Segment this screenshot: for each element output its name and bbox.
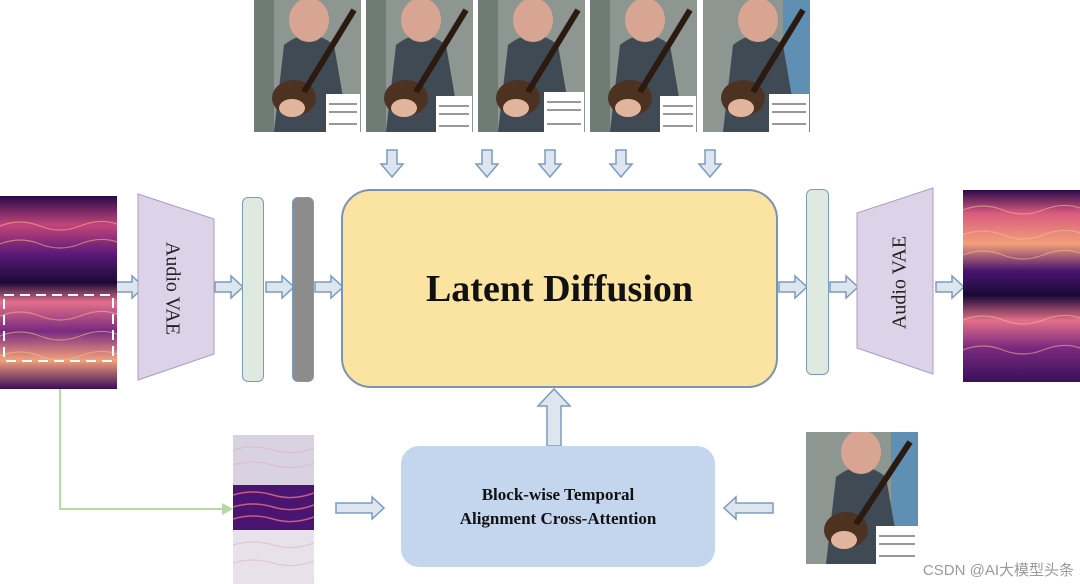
- cropped-spectrogram: [233, 435, 314, 584]
- video-frame-5: [703, 0, 810, 132]
- latent-diffusion-title: Latent Diffusion: [425, 267, 694, 310]
- latent-slab-1: [242, 197, 264, 382]
- arrow-vae-to-slab1: [214, 275, 244, 299]
- decoder-vae-label: Audio VAE: [888, 235, 911, 330]
- cross-attention-title-line1: Block-wise Temporal: [481, 484, 635, 504]
- music-score-icon: [769, 94, 809, 132]
- arrow-diffusion-to-slab3: [778, 275, 808, 299]
- arrow-slab2-to-diffusion: [314, 275, 344, 299]
- arrow-crop-to-attention: [335, 495, 386, 521]
- latent-slab-2: [292, 197, 314, 382]
- guitarist-image: [254, 0, 361, 132]
- encoder-vae-label: Audio VAE: [161, 241, 184, 336]
- conditioning-video-frame: [806, 432, 918, 564]
- green-connector-line: [59, 388, 222, 510]
- music-score-icon: [876, 526, 918, 564]
- arrow-slab3-to-vae: [829, 275, 859, 299]
- video-frame-1: [254, 0, 361, 132]
- cross-attention-title-line2: Alignment Cross-Attention: [459, 508, 657, 528]
- down-arrow-3: [538, 149, 562, 178]
- green-connector-arrowhead: [222, 503, 233, 515]
- up-arrow-attention: [536, 387, 572, 447]
- encoder-vae-shape: [137, 193, 215, 381]
- video-frame-4: [590, 0, 697, 132]
- music-score-icon: [326, 94, 360, 132]
- video-frame-2: [366, 0, 473, 132]
- selection-dashed-box: [3, 294, 114, 362]
- guitarist-image: [478, 0, 585, 132]
- video-frame-3: [478, 0, 585, 132]
- arrow-vae-to-spec: [935, 275, 965, 299]
- latent-slab-3: [806, 189, 829, 375]
- guitarist-image: [366, 0, 473, 132]
- arrow-frame-to-attention: [722, 495, 774, 521]
- down-arrow-5: [698, 149, 722, 178]
- arrow-slab1-to-slab2: [265, 275, 295, 299]
- guitarist-image: [590, 0, 697, 132]
- down-arrow-2: [475, 149, 499, 178]
- watermark: CSDN @AI大模型头条: [922, 562, 1074, 579]
- down-arrow-4: [609, 149, 633, 178]
- decoder-vae-shape: [856, 187, 934, 375]
- guitarist-image: [703, 0, 810, 132]
- input-spectrogram: [0, 196, 117, 389]
- output-spectrogram: [963, 190, 1080, 382]
- music-score-icon: [544, 92, 584, 132]
- cross-attention-block: Block-wise Temporal Alignment Cross-Atte…: [401, 446, 715, 567]
- down-arrow-1: [380, 149, 404, 178]
- latent-diffusion-block: Latent Diffusion: [341, 189, 778, 388]
- guitarist-image: [806, 432, 918, 564]
